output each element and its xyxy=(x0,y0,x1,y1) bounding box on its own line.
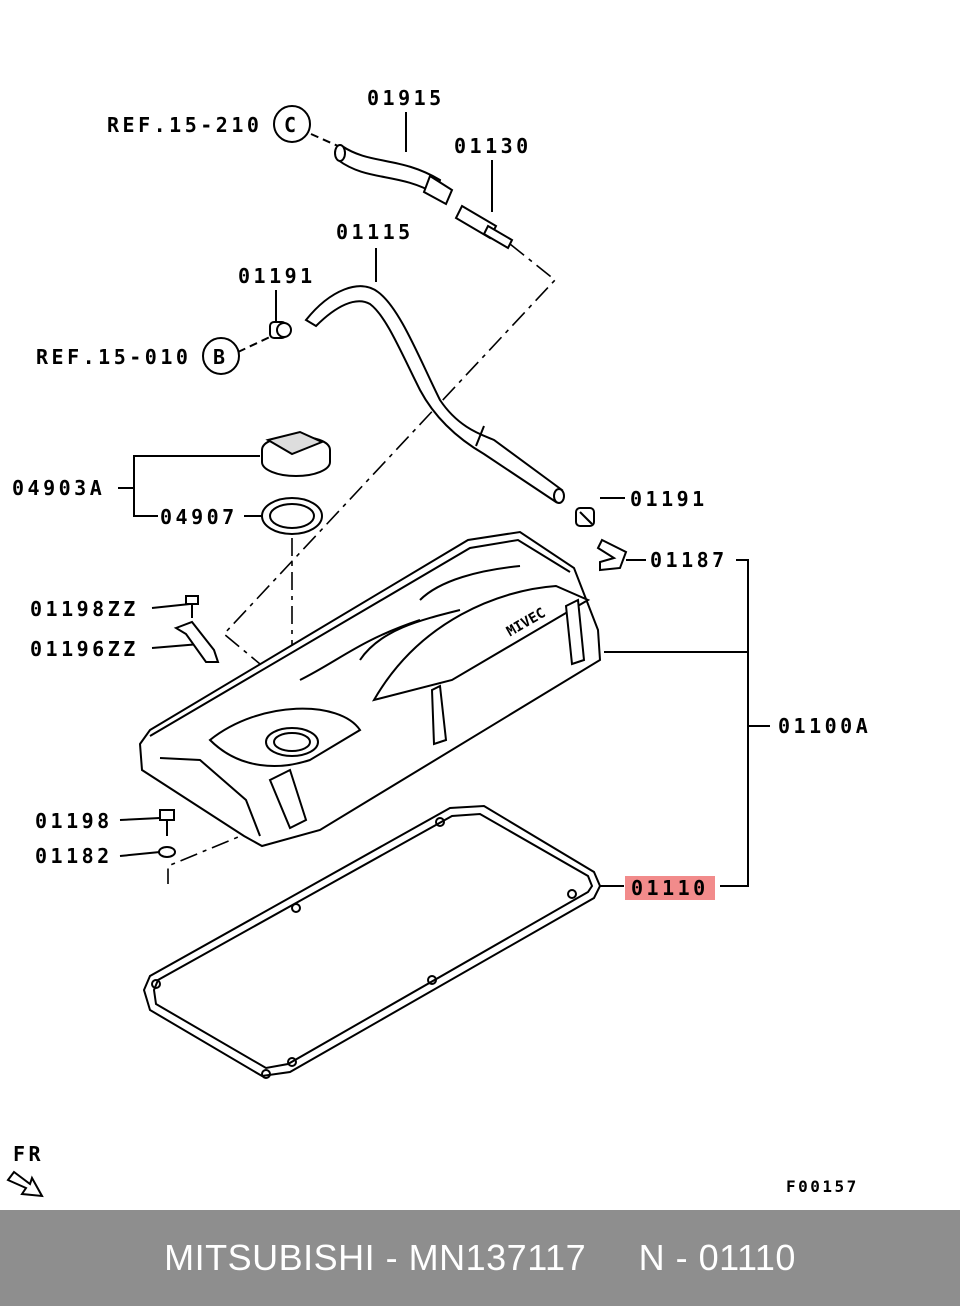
callout-01100a: 01100A xyxy=(778,714,872,738)
leader-01198zz xyxy=(151,603,191,609)
callout-04903a: 04903A xyxy=(12,476,106,500)
hose-01915 xyxy=(334,144,454,206)
callout-04907: 04907 xyxy=(160,505,238,529)
callout-01196zz: 01196ZZ xyxy=(30,637,139,661)
rocker-cover-01100a xyxy=(138,530,602,848)
callout-01182: 01182 xyxy=(35,844,113,868)
leader-01182 xyxy=(119,851,161,857)
cover-gasket-01110 xyxy=(142,804,602,1079)
bracket-04903a xyxy=(133,455,260,517)
ref-15-010-link[interactable]: REF.15-010 xyxy=(36,345,192,369)
callout-01130: 01130 xyxy=(454,134,532,158)
fitting-01187 xyxy=(596,538,628,572)
ref-15-210-link[interactable]: REF.15-210 xyxy=(107,113,263,137)
callout-01115: 01115 xyxy=(336,220,414,244)
washer-01182 xyxy=(158,846,176,858)
leader-01198 xyxy=(119,817,161,821)
parts-diagram: MIVEC xyxy=(6,86,872,1198)
pcv-valve-01130 xyxy=(454,204,514,250)
ref-c-circle[interactable] xyxy=(273,105,311,143)
callout-01187: 01187 xyxy=(650,548,728,572)
bracket-01196zz xyxy=(173,620,220,663)
clamp-01191-a xyxy=(269,321,292,339)
ref-b-circle[interactable] xyxy=(202,337,240,375)
callout-01198zz: 01198ZZ xyxy=(30,597,139,621)
cap-gasket-04907 xyxy=(261,497,323,535)
bolt-01198zz xyxy=(185,595,199,618)
callout-01915: 01915 xyxy=(367,86,445,110)
front-direction-label: FR xyxy=(13,1142,45,1166)
callout-01191-a: 01191 xyxy=(238,264,316,288)
ref-c-letter: C xyxy=(284,113,300,137)
ref-b-letter: B xyxy=(213,345,229,369)
clamp-01191-b xyxy=(575,507,595,527)
leader-01196zz xyxy=(151,643,201,649)
front-direction-arrow-icon xyxy=(6,1170,44,1198)
callout-01191-b: 01191 xyxy=(630,487,708,511)
diagram-drawing: MIVEC xyxy=(6,105,770,1198)
part-number-caption: MITSUBISHI - MN137117 N - 01110 xyxy=(164,1237,796,1278)
hose-01115 xyxy=(304,285,565,504)
figure-code: F00157 xyxy=(786,1177,859,1196)
part-info-footer: MITSUBISHI - MN137117 N - 01110 xyxy=(0,1210,960,1306)
callout-01198: 01198 xyxy=(35,809,113,833)
callout-01110-highlighted[interactable]: 01110 xyxy=(625,876,715,900)
bracket-01100a xyxy=(720,559,749,887)
oil-cap-04903a xyxy=(261,430,331,477)
bolt-01198 xyxy=(159,809,175,836)
